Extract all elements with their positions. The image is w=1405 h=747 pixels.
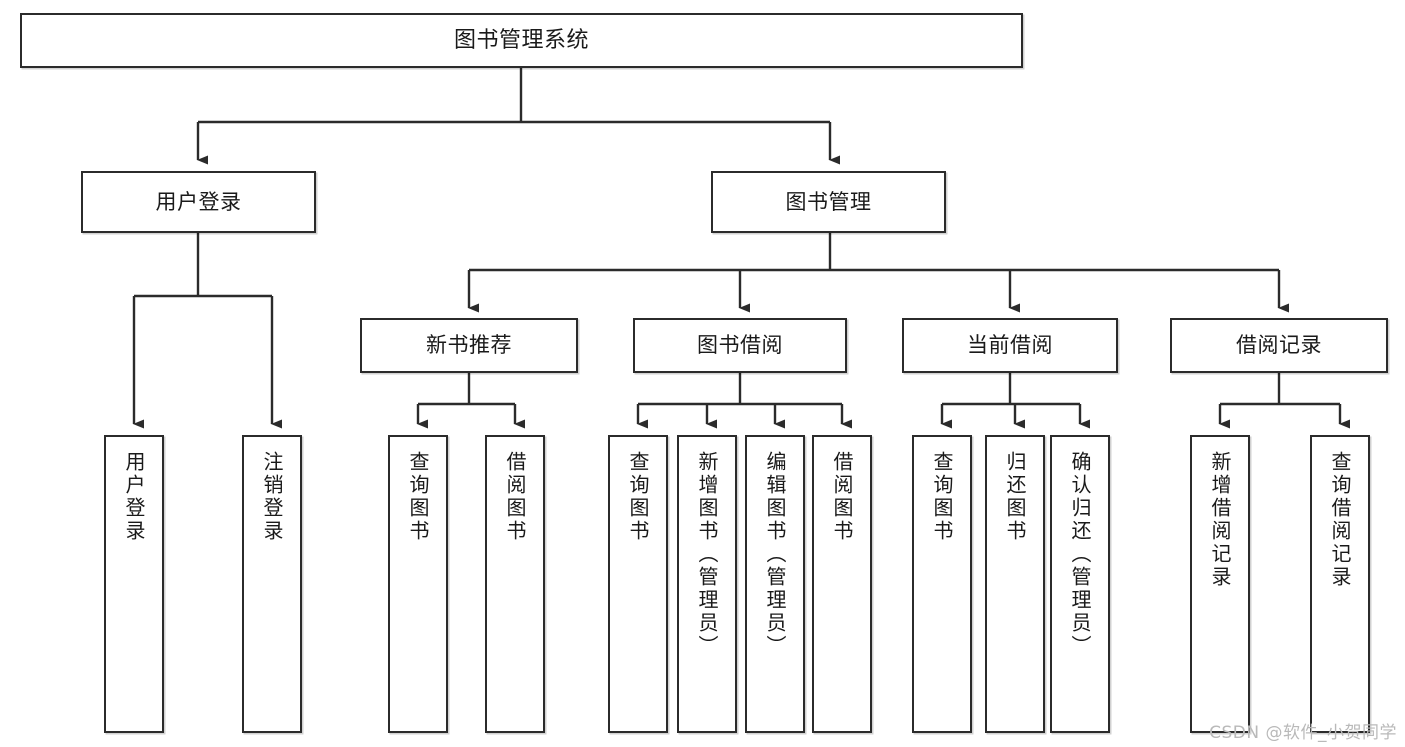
node-label: 借阅图书 <box>830 451 854 543</box>
leaf-query-borrow-record[interactable]: 查询借阅记录 <box>1310 435 1370 733</box>
node-label: 注销登录 <box>260 451 284 543</box>
leaf-logout[interactable]: 注销登录 <box>242 435 302 733</box>
node-book-borrow[interactable]: 图书借阅 <box>633 318 847 373</box>
leaf-confirm-return-admin[interactable]: 确认归还（管理员） <box>1050 435 1110 733</box>
node-label: 图书借阅 <box>697 333 783 358</box>
node-label: 查询图书 <box>930 451 954 543</box>
leaf-user-login[interactable]: 用户登录 <box>104 435 164 733</box>
node-label: 查询图书 <box>626 451 650 543</box>
node-label: 新书推荐 <box>426 333 512 358</box>
node-book-management-system[interactable]: 图书管理系统 <box>20 13 1023 68</box>
node-label: 归还图书 <box>1003 451 1027 543</box>
node-label: 图书管理 <box>785 189 872 214</box>
node-current-borrow[interactable]: 当前借阅 <box>902 318 1118 373</box>
node-label: 查询借阅记录 <box>1328 451 1352 589</box>
node-label: 当前借阅 <box>967 333 1053 358</box>
node-borrow-record[interactable]: 借阅记录 <box>1170 318 1388 373</box>
leaf-borrow-book[interactable]: 借阅图书 <box>812 435 872 733</box>
node-user-login[interactable]: 用户登录 <box>81 171 316 233</box>
node-label: 用户登录 <box>155 189 242 214</box>
node-new-book-recommend[interactable]: 新书推荐 <box>360 318 578 373</box>
node-label: 用户登录 <box>122 451 146 543</box>
node-label: 图书管理系统 <box>453 27 589 53</box>
node-label: 借阅记录 <box>1236 333 1322 358</box>
node-label: 借阅图书 <box>503 451 527 543</box>
leaf-query-book-recommend[interactable]: 查询图书 <box>388 435 448 733</box>
node-book-management[interactable]: 图书管理 <box>711 171 946 233</box>
leaf-edit-book-admin[interactable]: 编辑图书（管理员） <box>745 435 805 733</box>
node-label: 确认归还（管理员） <box>1068 451 1092 658</box>
node-label: 查询图书 <box>406 451 430 543</box>
leaf-borrow-book-recommend[interactable]: 借阅图书 <box>485 435 545 733</box>
node-label: 新增图书（管理员） <box>695 451 719 658</box>
leaf-return-book[interactable]: 归还图书 <box>985 435 1045 733</box>
leaf-add-borrow-record[interactable]: 新增借阅记录 <box>1190 435 1250 733</box>
leaf-add-book-admin[interactable]: 新增图书（管理员） <box>677 435 737 733</box>
leaf-query-book-current[interactable]: 查询图书 <box>912 435 972 733</box>
node-label: 新增借阅记录 <box>1208 451 1232 589</box>
leaf-query-book-borrow[interactable]: 查询图书 <box>608 435 668 733</box>
node-label: 编辑图书（管理员） <box>763 451 787 658</box>
